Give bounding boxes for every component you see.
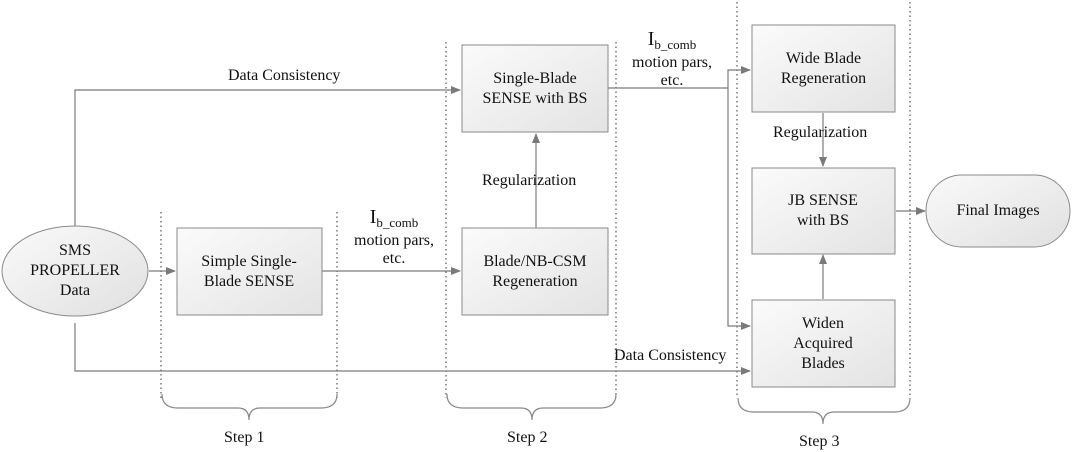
step1-label: Step 1 — [224, 429, 265, 446]
step3-brace — [737, 397, 911, 425]
final-images-node — [925, 174, 1071, 248]
ib-comb-step1-main: I — [369, 206, 377, 228]
step2-label: Step 2 — [507, 429, 548, 446]
data-consistency-bottom-label: Data Consistency — [614, 347, 727, 364]
jb-sense-label: JB SENSE with BS — [788, 192, 858, 229]
blade-nbcsm-node — [461, 227, 609, 316]
wide-blade-node — [751, 24, 896, 113]
blade-nbcsm-label: Blade/NB-CSM Regeneration — [483, 253, 587, 290]
ib-comb-step1-label: Ib_comb motion pars, etc. — [348, 206, 440, 268]
sms-data-label: SMS PROPELLER Data — [30, 242, 120, 299]
regularization-step3-label: Regularization — [773, 124, 868, 141]
ib-comb-step1-rest: motion pars, etc. — [354, 232, 434, 267]
step1-brace — [161, 393, 338, 421]
simple-single-blade-node — [176, 227, 323, 316]
widen-blades-label: Widen Acquired Blades — [793, 315, 853, 372]
single-blade-bs-label: Single-Blade SENSE with BS — [482, 70, 588, 107]
data-consistency-top-label: Data Consistency — [228, 67, 341, 84]
widen-blades-node — [751, 299, 896, 388]
edge-to-wideblade — [727, 66, 751, 88]
single-blade-bs-node — [461, 44, 609, 133]
jb-sense-node — [751, 167, 896, 255]
ib-comb-step2-main: I — [647, 28, 655, 50]
edge-data-to-widen — [74, 323, 751, 375]
final-images-label: Final Images — [956, 202, 1040, 219]
sms-data-node — [1, 225, 149, 317]
simple-single-blade-label: Simple Single-Blade SENSE — [201, 253, 297, 290]
ib-comb-step1-sub: b_comb — [376, 215, 419, 230]
regularization-step2-label: Regularization — [482, 172, 577, 189]
ib-comb-step2-label: Ib_comb motion pars, etc. — [626, 28, 718, 90]
ib-comb-step2-rest: motion pars, etc. — [632, 54, 712, 89]
ib-comb-step2-sub: b_comb — [654, 37, 697, 52]
edge-data-to-singleblade — [74, 86, 461, 227]
step2-brace — [446, 393, 617, 421]
edge-to-widen — [727, 88, 751, 330]
step3-label: Step 3 — [799, 433, 840, 450]
wide-blade-label: Wide Blade Regeneration — [780, 50, 867, 87]
